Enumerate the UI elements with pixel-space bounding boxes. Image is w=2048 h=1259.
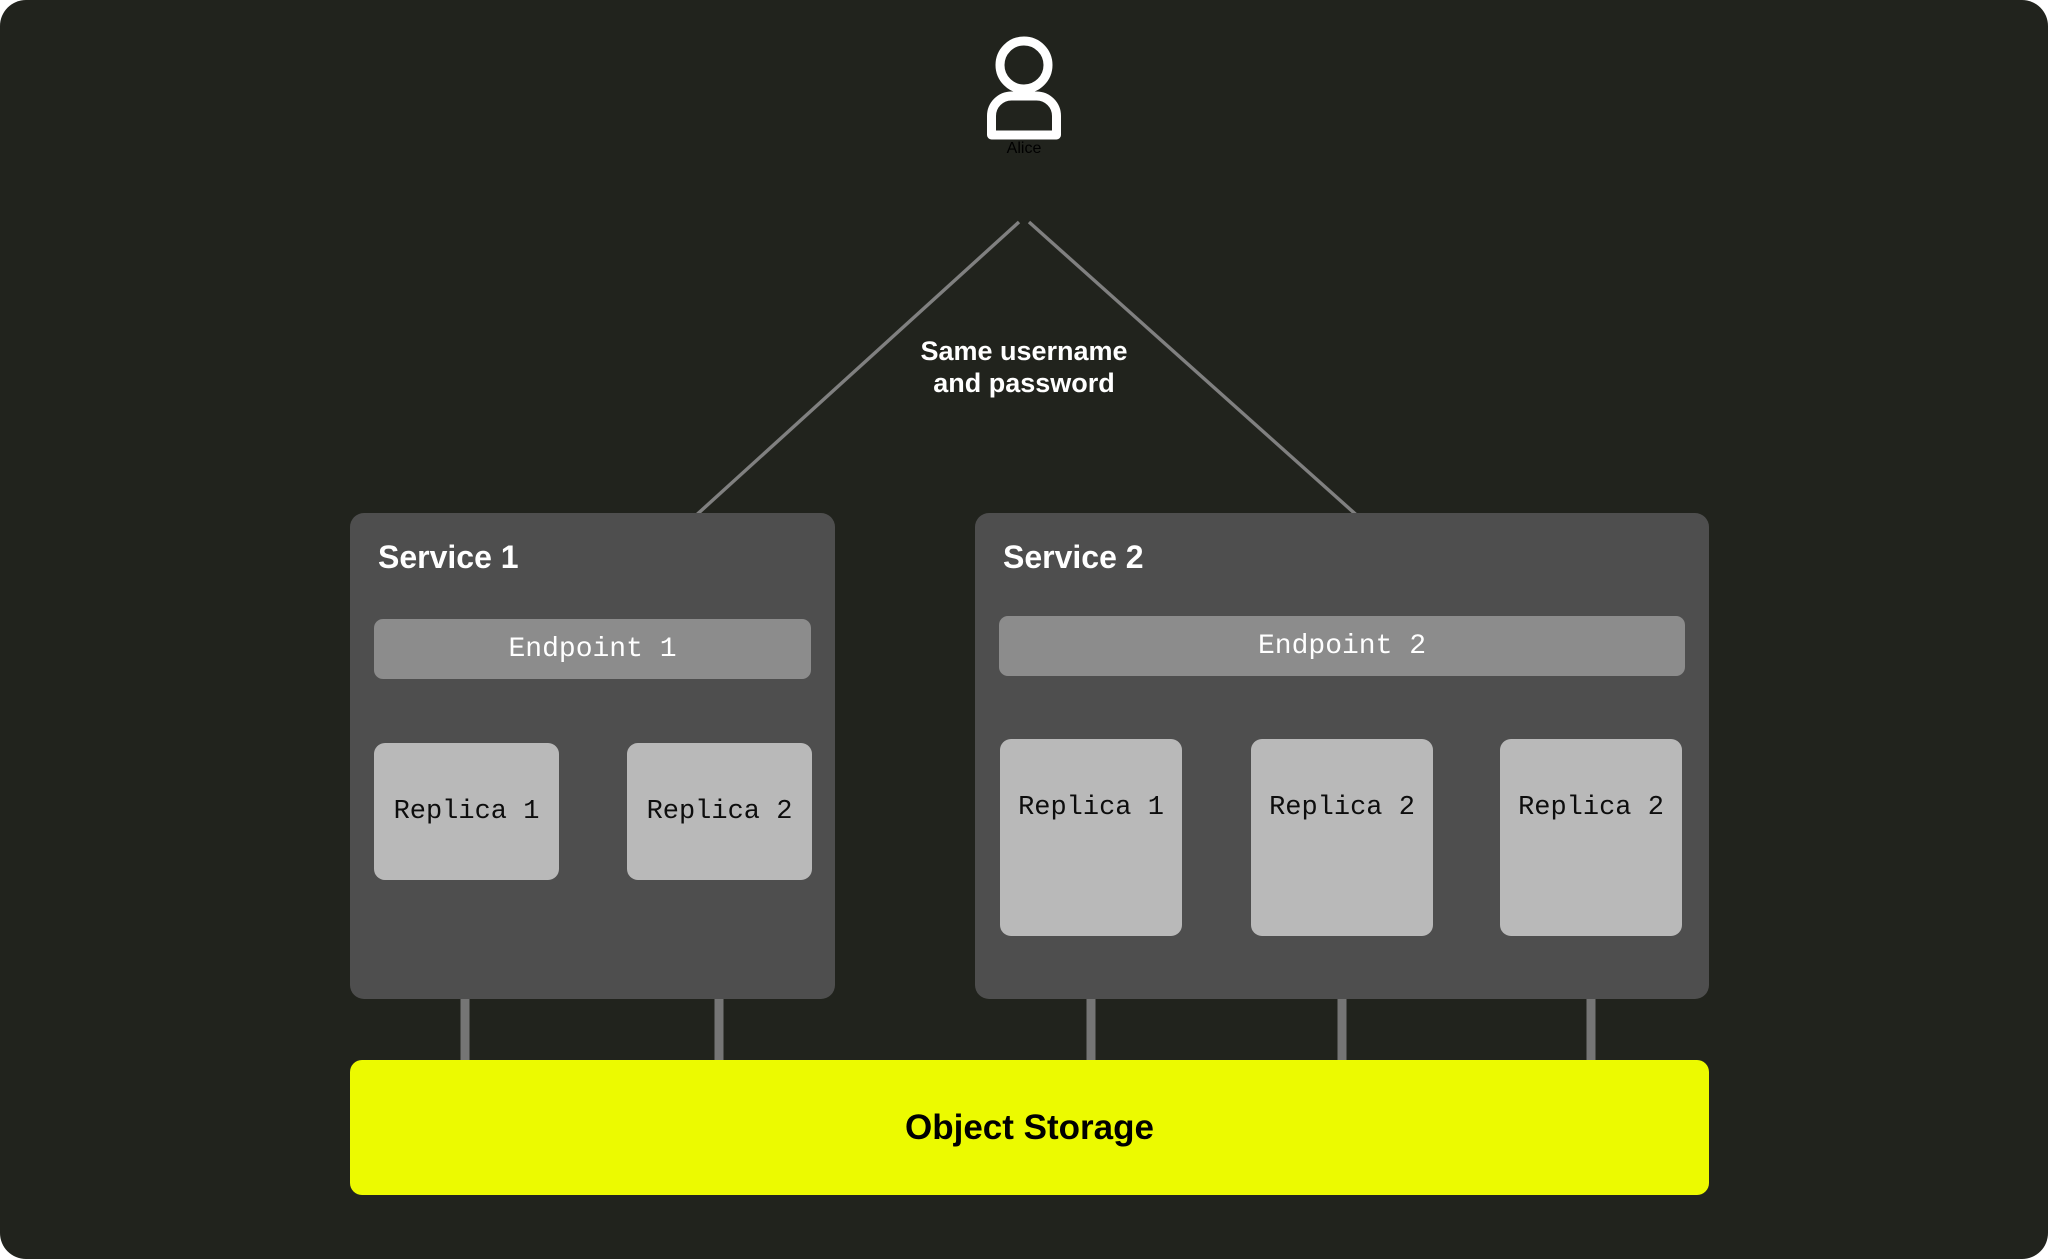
service-2-title: Service 2 (1003, 539, 1144, 575)
service-2-replica-3[interactable]: Replica 2 (1500, 739, 1682, 936)
edge-caption: Same username and password (824, 336, 1224, 400)
actor-alice: Alice (0, 36, 2048, 158)
endpoint-1[interactable]: Endpoint 1 (374, 619, 811, 679)
service-panel-2: Service 2 Endpoint 2 Replica 1 Replica 2… (975, 513, 1709, 999)
object-storage-label: Object Storage (905, 1107, 1154, 1147)
object-storage-bar[interactable]: Object Storage (350, 1060, 1709, 1195)
user-icon (987, 36, 1061, 140)
edge-caption-line-1: Same username (920, 336, 1128, 366)
service-2-replica-2[interactable]: Replica 2 (1251, 739, 1433, 936)
edge-caption-line-2: and password (933, 367, 1115, 398)
service-1-replica-1[interactable]: Replica 1 (374, 743, 559, 880)
service-1-title: Service 1 (378, 539, 519, 575)
service-panel-1: Service 1 Endpoint 1 Replica 1 Replica 2 (350, 513, 835, 999)
actor-label: Alice (1006, 140, 1042, 157)
service-2-replica-1[interactable]: Replica 1 (1000, 739, 1182, 936)
endpoint-2[interactable]: Endpoint 2 (999, 616, 1685, 676)
service-1-replica-2[interactable]: Replica 2 (627, 743, 812, 880)
